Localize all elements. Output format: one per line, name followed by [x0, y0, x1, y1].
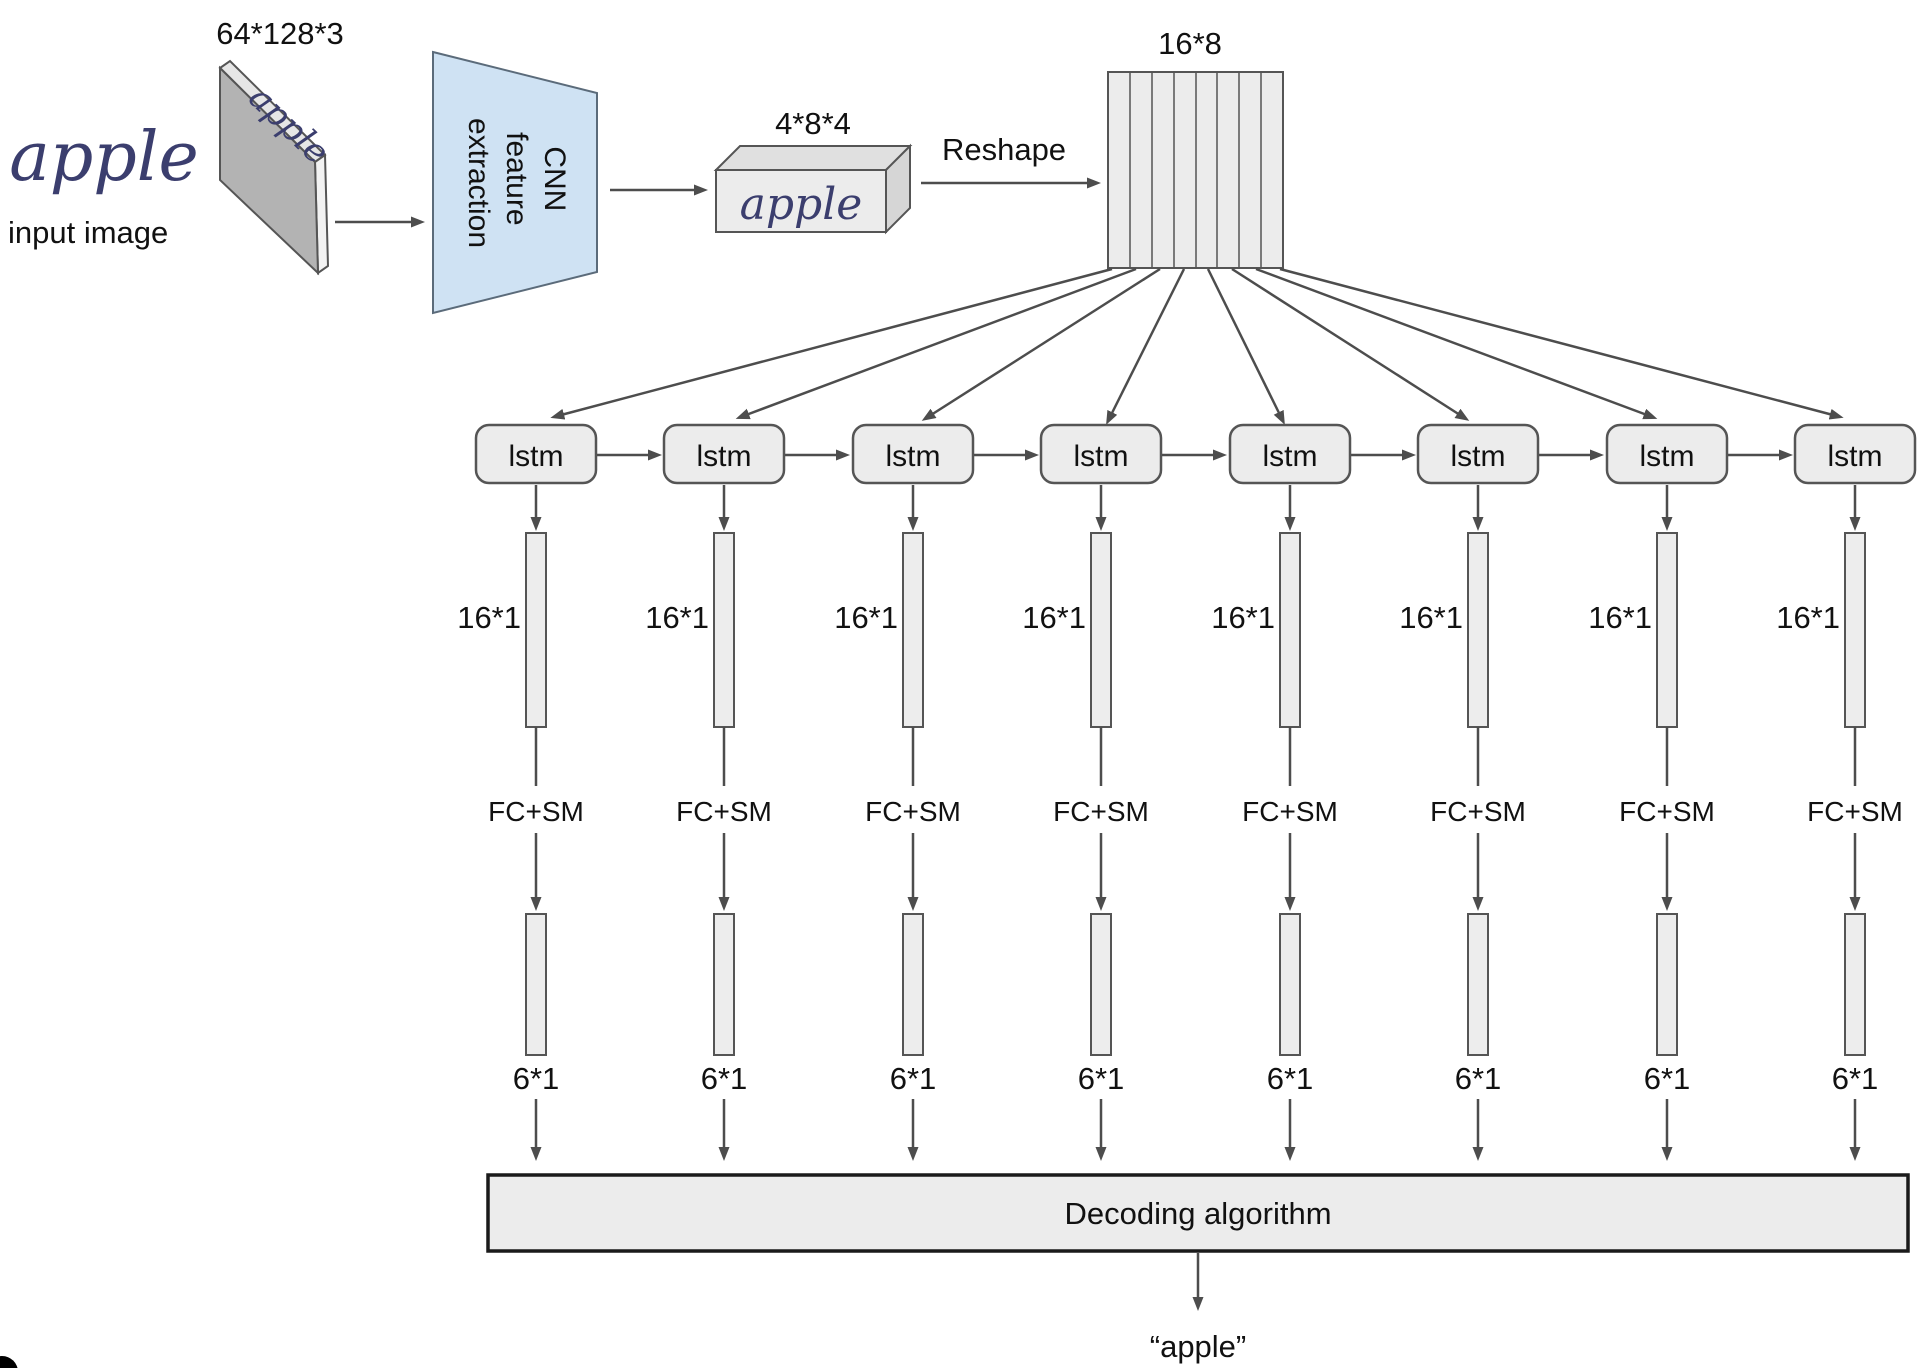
- vector-dims-label: 16*1: [834, 600, 898, 635]
- lstm-label: lstm: [1074, 440, 1129, 473]
- vector-dims-label: 16*1: [645, 600, 709, 635]
- feature-vector-bar: [1467, 532, 1489, 728]
- lstm-label: lstm: [886, 440, 941, 473]
- feature-vector-bar: [1279, 532, 1301, 728]
- reshape-label: Reshape: [942, 132, 1066, 167]
- lstm-box: [1793, 423, 1917, 485]
- lstm-box: [474, 423, 598, 485]
- lstm-column-3: lstm 16*1 FC+SM 6*1: [834, 423, 975, 1161]
- lstm-label: lstm: [697, 440, 752, 473]
- feature-vector-bar: [1090, 532, 1112, 728]
- prob-vector-bar: [525, 913, 547, 1056]
- feature-vector-bar: [1656, 532, 1678, 728]
- prob-vector-bar: [902, 913, 924, 1056]
- feature-map-cube: apple: [713, 143, 913, 235]
- feature-vector-bar: [902, 532, 924, 728]
- sequence-dims-label: 16*8: [1158, 26, 1222, 61]
- prob-vector-bar: [1090, 913, 1112, 1056]
- feature-vector-bar: [1844, 532, 1866, 728]
- feature-vector-bar: [525, 532, 547, 728]
- lstm-box: [662, 423, 786, 485]
- prob-vector-bar: [1467, 913, 1489, 1056]
- handwritten-word-on-cube: apple: [740, 179, 863, 230]
- vector-dims-label: 16*1: [1588, 600, 1652, 635]
- cnn-trapezoid: [432, 50, 598, 315]
- fan-arrow: [550, 267, 1113, 420]
- lstm-column-5: lstm 16*1 FC+SM 6*1: [1211, 423, 1352, 1161]
- fc-sm-label: FC+SM: [1619, 796, 1715, 827]
- prob-vector-bar: [1279, 913, 1301, 1056]
- output-dims-label: 6*1: [1644, 1061, 1691, 1096]
- lstm-box: [1605, 423, 1729, 485]
- fan-arrow: [1206, 268, 1285, 425]
- lstm-column-8: lstm 16*1 FC+SM 6*1: [1776, 423, 1917, 1161]
- fan-arrow: [1231, 267, 1470, 421]
- fc-sm-label: FC+SM: [1242, 796, 1338, 827]
- lstm-box: [1228, 423, 1352, 485]
- output-dims-label: 6*1: [1455, 1061, 1502, 1096]
- vector-dims-label: 16*1: [1022, 600, 1086, 635]
- featuremap-dims-label: 4*8*4: [775, 106, 851, 141]
- decoding-algorithm-box: [486, 1173, 1910, 1253]
- lstm-label: lstm: [1263, 440, 1318, 473]
- lstm-column-6: lstm 16*1 FC+SM 6*1: [1399, 423, 1540, 1161]
- fan-arrow: [1279, 267, 1844, 420]
- lstm-label: lstm: [1451, 440, 1506, 473]
- cnn-label-line2: feature: [500, 132, 533, 225]
- prob-vector-bar: [713, 913, 735, 1056]
- corner-blob: [0, 1356, 18, 1368]
- fan-out-arrows: [550, 267, 1844, 425]
- lstm-label: lstm: [1828, 440, 1883, 473]
- output-dims-label: 6*1: [890, 1061, 937, 1096]
- lstm-box: [851, 423, 975, 485]
- output-dims-label: 6*1: [1078, 1061, 1125, 1096]
- fc-sm-label: FC+SM: [676, 796, 772, 827]
- cnn-feature-extraction-block: CNN feature extraction: [432, 50, 598, 315]
- lstm-column-1: lstm 16*1 FC+SM 6*1: [457, 423, 598, 1161]
- vector-dims-label: 16*1: [1399, 600, 1463, 635]
- prob-vector-bar: [1844, 913, 1866, 1056]
- output-dims-label: 6*1: [513, 1061, 560, 1096]
- cnn-label-line1: CNN: [538, 146, 571, 211]
- vector-dims-label: 16*1: [1211, 600, 1275, 635]
- plane-front-face: [219, 65, 320, 276]
- decoding-algorithm-label: Decoding algorithm: [1064, 1196, 1331, 1231]
- prob-vector-bar: [1656, 913, 1678, 1056]
- output-dims-label: 6*1: [1832, 1061, 1879, 1096]
- lstm-column-2: lstm 16*1 FC+SM 6*1: [645, 423, 786, 1161]
- output-word-label: “apple”: [1150, 1329, 1247, 1364]
- handwritten-word-sample: apple: [9, 118, 199, 197]
- fc-sm-label: FC+SM: [488, 796, 584, 827]
- fan-arrow: [1255, 267, 1658, 420]
- cube-top-face: [713, 145, 913, 171]
- feature-vector-bar: [713, 532, 735, 728]
- lstm-label: lstm: [509, 440, 564, 473]
- cnn-label-line3: extraction: [462, 118, 495, 248]
- fc-sm-label: FC+SM: [865, 796, 961, 827]
- cnn-block-label: CNN feature extraction: [462, 118, 571, 248]
- fc-sm-label: FC+SM: [1430, 796, 1526, 827]
- lstm-box: [1039, 423, 1163, 485]
- input-image-caption: input image: [8, 215, 168, 250]
- vector-dims-label: 16*1: [1776, 600, 1840, 635]
- fan-arrow: [921, 267, 1161, 421]
- fan-arrow: [1106, 268, 1186, 425]
- lstm-box: [1416, 423, 1540, 485]
- sequence-slices-block: [1107, 71, 1284, 269]
- input-dims-label: 64*128*3: [216, 16, 344, 51]
- lstm-column-7: lstm 16*1 FC+SM 6*1: [1588, 423, 1729, 1161]
- output-dims-label: 6*1: [701, 1061, 748, 1096]
- fc-sm-label: FC+SM: [1053, 796, 1149, 827]
- input-image-plane: apple: [218, 59, 337, 276]
- cube-front-face: [715, 169, 887, 233]
- vector-dims-label: 16*1: [457, 600, 521, 635]
- lstm-column-4: lstm 16*1 FC+SM 6*1: [1022, 423, 1163, 1161]
- fan-arrow: [735, 267, 1137, 420]
- output-dims-label: 6*1: [1267, 1061, 1314, 1096]
- fc-sm-label: FC+SM: [1807, 796, 1903, 827]
- lstm-label: lstm: [1640, 440, 1695, 473]
